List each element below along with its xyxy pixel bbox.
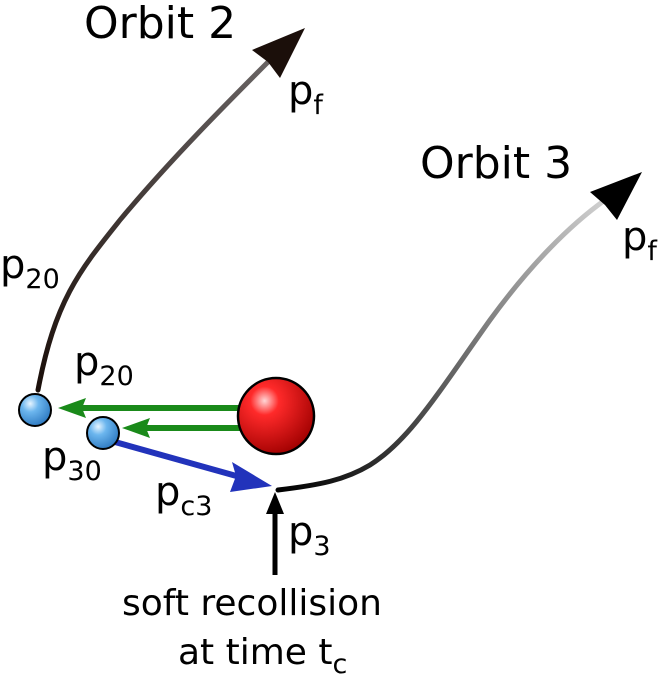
orbit2-label: Orbit 2	[84, 0, 236, 49]
caption-line1: soft recollision	[122, 583, 382, 624]
orbit3-trajectory	[275, 197, 608, 493]
pf-label-orbit3: pf	[622, 214, 658, 267]
electron-upper	[18, 393, 52, 427]
pc3-label: pc3	[155, 469, 212, 522]
orbit2-arrowhead	[252, 28, 305, 78]
blue-arrow	[114, 439, 241, 480]
green-arrowhead-upper	[58, 398, 86, 418]
pf-label-orbit2: pf	[288, 68, 324, 121]
ion-sphere	[236, 376, 316, 456]
p30-label: p30	[42, 434, 102, 487]
orbit2-trajectory	[35, 55, 275, 393]
p3-label: p3	[288, 509, 331, 562]
p20-label-arrow: p20	[74, 339, 134, 392]
orbit3-label: Orbit 3	[420, 138, 572, 189]
orbit3-arrowhead	[590, 172, 642, 220]
recollision-marker-arrowhead	[266, 492, 284, 514]
caption-line2: at time tc	[178, 632, 347, 680]
green-arrowhead-lower	[122, 418, 150, 438]
electron-lower	[86, 416, 120, 450]
p20-label-orbit: p20	[0, 242, 60, 295]
blue-arrowhead	[230, 462, 272, 492]
